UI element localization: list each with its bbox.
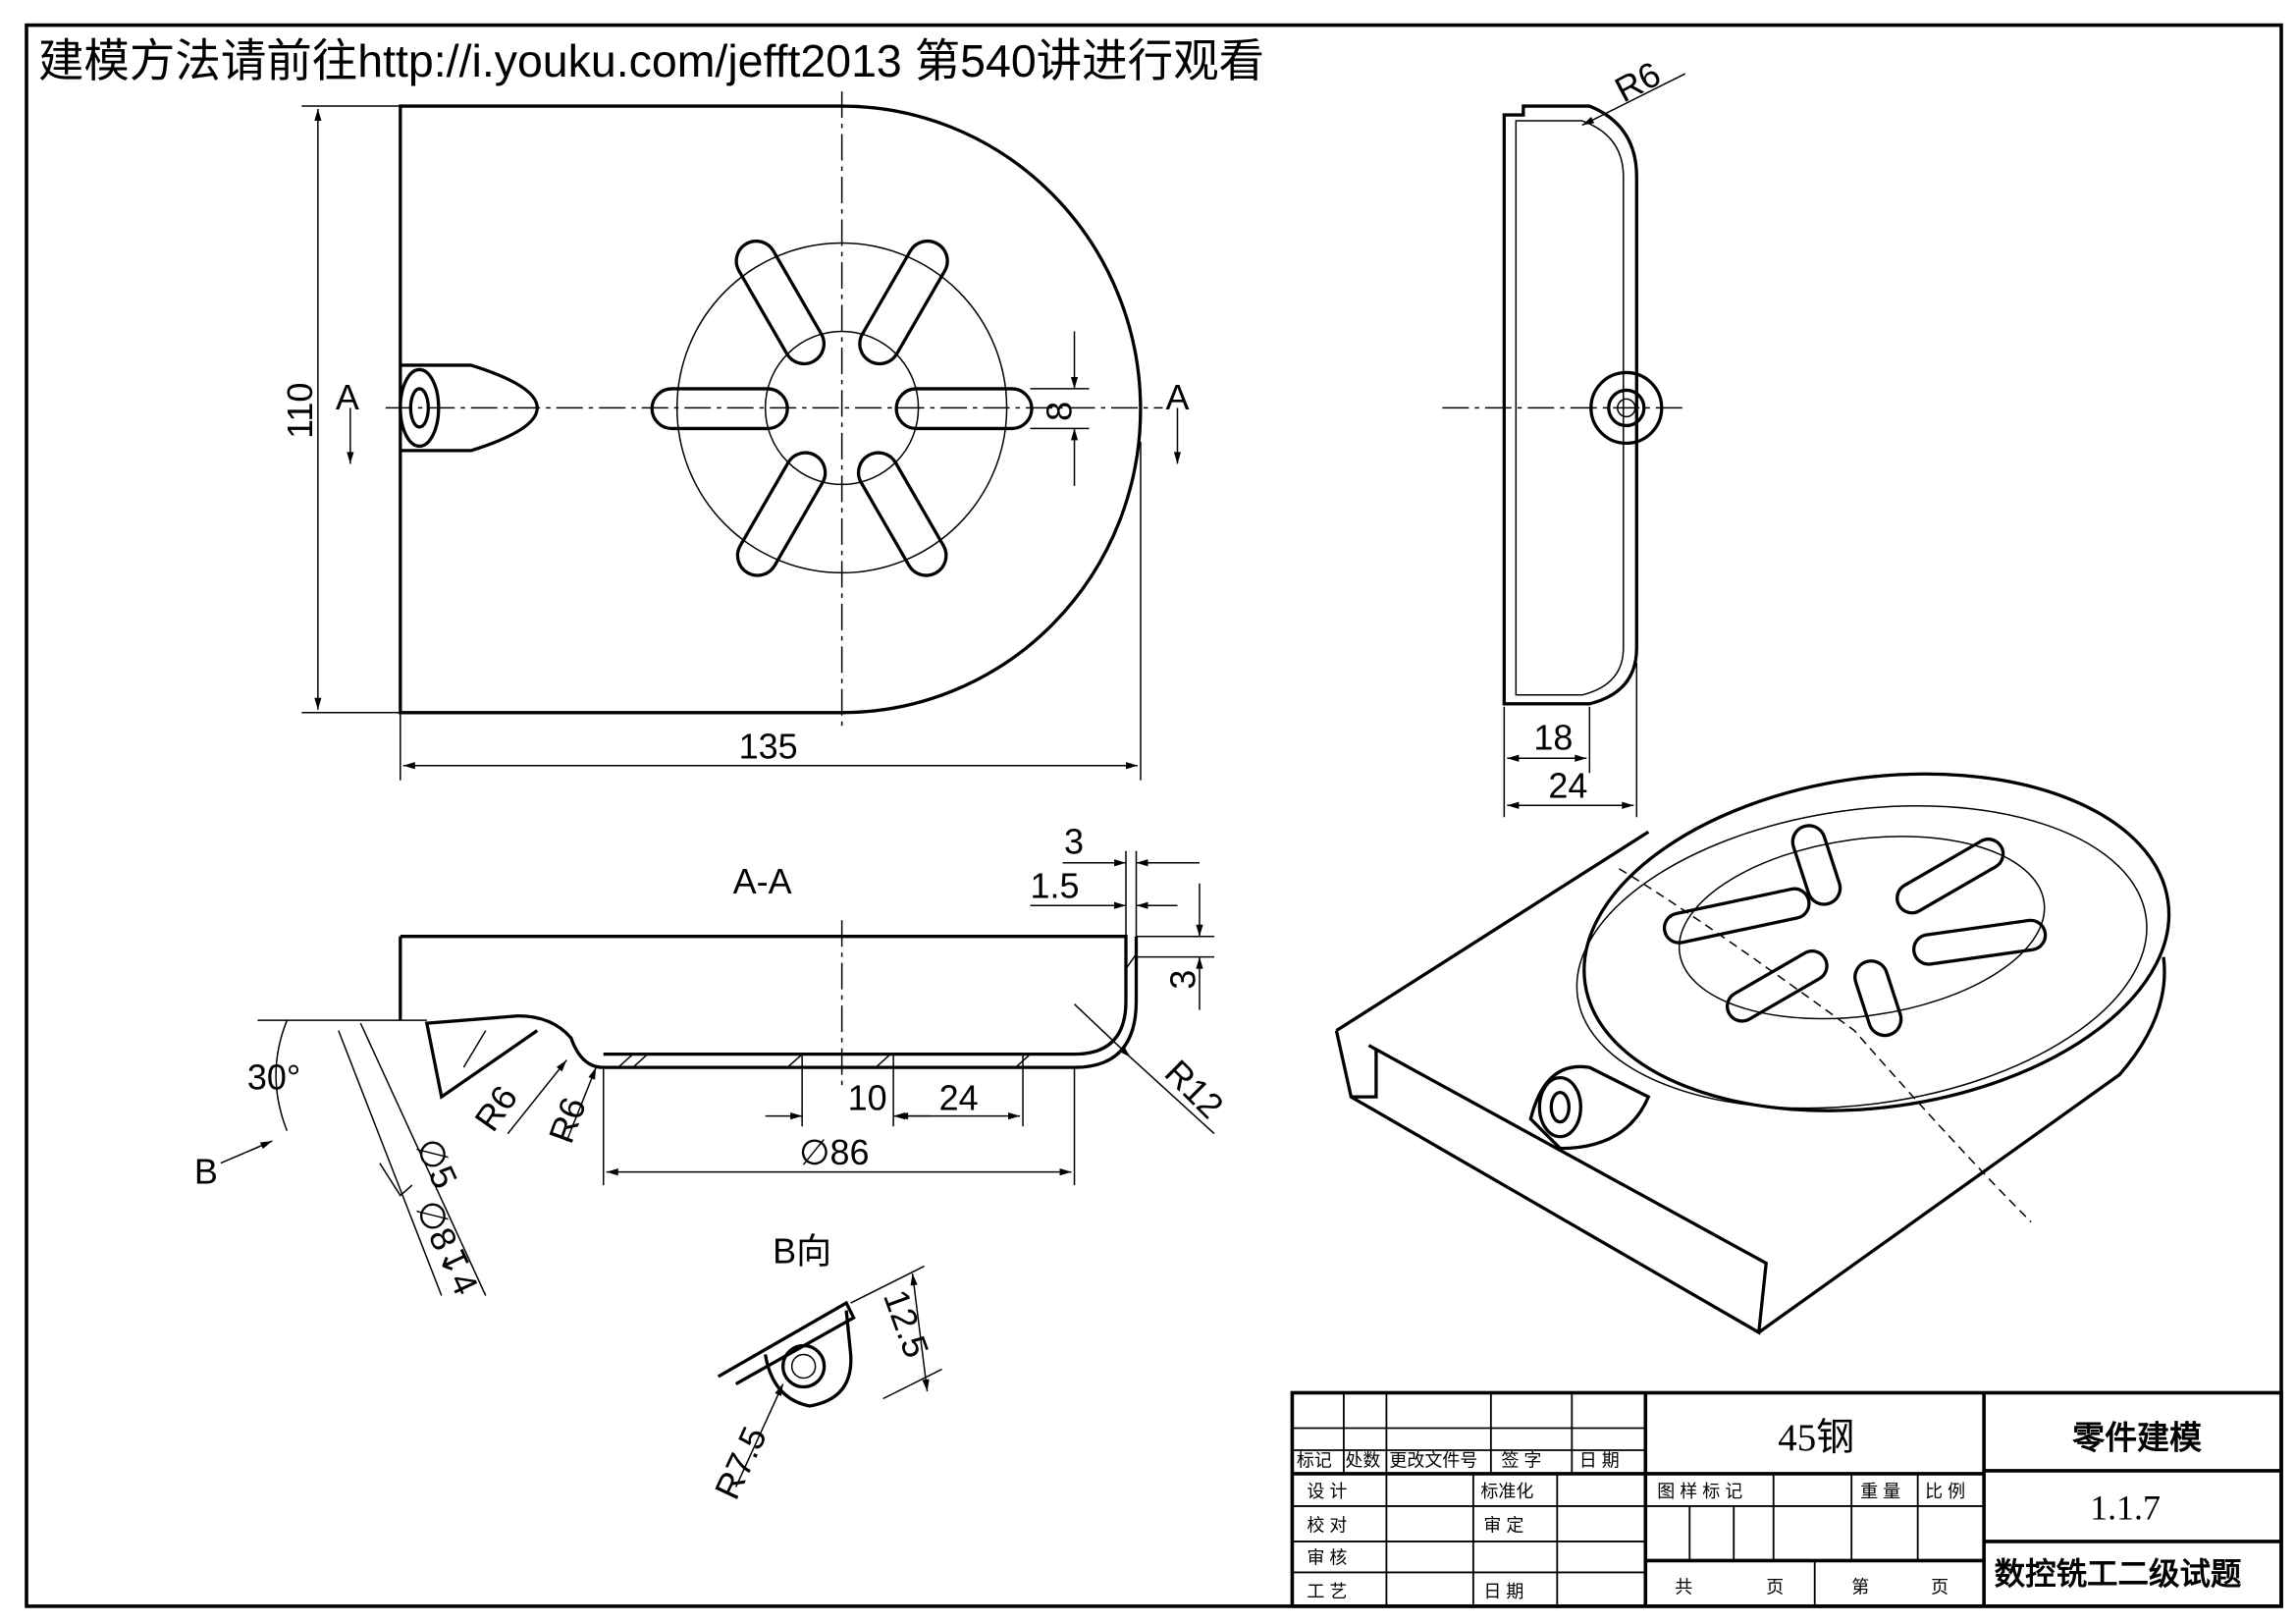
scale-label: 比 例 [1925, 1482, 1965, 1501]
title-block: 标记 处数 更改文件号 签 字 日 期 设 计 标准化 校 对 审 定 审 核 … [1290, 1390, 2283, 1608]
view-b-marker: B [194, 1152, 218, 1192]
dim-hole-5: ∅5 [408, 1132, 466, 1195]
dim-24: 24 [1548, 766, 1587, 806]
dim-3-top: 3 [1064, 822, 1084, 862]
section-a-right: A [1165, 377, 1189, 417]
dim-18: 18 [1533, 717, 1573, 757]
dim-135: 135 [739, 726, 798, 766]
dim-110: 110 [280, 383, 320, 439]
isometric-view [1334, 772, 2171, 1335]
header-text: 建模方法请前往http://i.youku.com/jefft2013 第540… [38, 35, 1264, 86]
dim-1-5: 1.5 [1031, 866, 1080, 906]
nth-label: 第 [1851, 1577, 1869, 1597]
dim-r6-a: R6 [466, 1078, 525, 1138]
dim-hole-8: ∅8↧4 [408, 1194, 487, 1301]
section-view: A-A 10 24 ∅86 3 1.5 3 R12 30° B R6 [194, 822, 1232, 1301]
dim-10: 10 [848, 1078, 887, 1118]
process-label: 工 艺 [1307, 1582, 1347, 1601]
page-label: 页 [1766, 1577, 1784, 1597]
dim-3-side: 3 [1162, 970, 1202, 990]
rev-date: 日 期 [1579, 1450, 1620, 1470]
top-view: 110 135 A A 8 [280, 91, 1189, 781]
rev-mark: 标记 [1297, 1450, 1332, 1470]
exam-title: 数控铣工二级试题 [1995, 1556, 2242, 1591]
approve-label: 审 定 [1483, 1515, 1523, 1535]
check-label: 校 对 [1307, 1515, 1347, 1535]
dim-12-5: 12.5 [876, 1284, 936, 1363]
material: 45钢 [1778, 1417, 1854, 1459]
dim-8: 8 [1040, 402, 1080, 421]
dim-r6-side: R6 [1608, 53, 1667, 110]
dim-24-section: 24 [939, 1078, 979, 1118]
design-label: 设 计 [1307, 1482, 1347, 1501]
dim-r12: R12 [1157, 1052, 1232, 1126]
dim-r7-5: R7.5 [707, 1421, 774, 1505]
section-title: A-A [733, 861, 792, 901]
side-view: R6 18 24 [1442, 53, 1686, 818]
date-label: 日 期 [1483, 1582, 1523, 1601]
dim-angle-30: 30° [247, 1057, 300, 1098]
b-view-title: B向 [773, 1231, 831, 1272]
review-label: 审 核 [1307, 1547, 1347, 1567]
dim-r6-b: R6 [541, 1092, 594, 1148]
part-name: 零件建模 [2072, 1420, 2202, 1456]
section-a-left: A [336, 377, 359, 417]
drawing-number: 1.1.7 [2090, 1488, 2161, 1527]
mark-label: 图 样 标 记 [1657, 1482, 1742, 1501]
standard-label: 标准化 [1480, 1482, 1533, 1501]
page2-label: 页 [1931, 1577, 1949, 1597]
drawing-border [25, 23, 2283, 1608]
rev-count: 处数 [1345, 1450, 1380, 1470]
rev-sign: 签 字 [1501, 1450, 1541, 1470]
b-view: B向 12.5 R7.5 [707, 1231, 942, 1505]
dim-dia86: ∅86 [799, 1132, 869, 1172]
rev-doc: 更改文件号 [1389, 1450, 1477, 1470]
total-label: 共 [1675, 1577, 1692, 1597]
weight-label: 重 量 [1860, 1482, 1900, 1501]
